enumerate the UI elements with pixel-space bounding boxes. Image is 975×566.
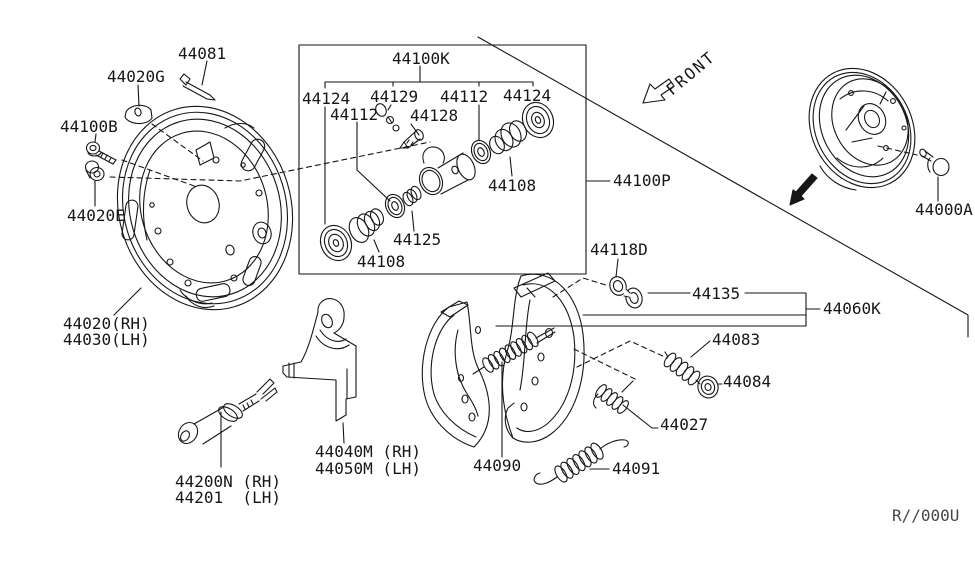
part-label-44128: 44128 xyxy=(410,106,458,125)
bleeder-screw-44128-drawing xyxy=(399,129,424,149)
part-label-44040M-rh: 44040M (RH) xyxy=(315,442,421,461)
part-label-44000A: 44000A xyxy=(915,200,973,219)
front-direction-label: FRONT xyxy=(662,47,719,99)
wheel-cylinder-kit-box xyxy=(298,44,587,275)
part-label-44135: 44135 xyxy=(692,284,740,303)
part-label-44020G: 44020G xyxy=(107,67,165,86)
part-label-44100K: 44100K xyxy=(392,49,450,68)
part-label-44112-top: 44112 xyxy=(440,87,488,106)
mounting-hardware-drawings xyxy=(84,73,216,182)
bolt-44081-drawing xyxy=(179,73,216,101)
bolt-44100B-drawing xyxy=(85,141,117,165)
drawing-code: R//000U xyxy=(892,506,959,525)
backing-plate-drawing xyxy=(116,105,294,311)
part-label-44200N-rh: 44200N (RH) xyxy=(175,472,281,491)
anti-rattle-spring-44083-drawing xyxy=(663,351,701,386)
part-label-44118D: 44118D xyxy=(590,240,648,259)
part-label-44125: 44125 xyxy=(393,230,441,249)
part-label-44100B: 44100B xyxy=(60,117,118,136)
assembled-brake-drawing xyxy=(789,67,950,206)
part-label-44108-bottom: 44108 xyxy=(357,252,405,271)
part-label-44083: 44083 xyxy=(712,330,760,349)
spring-44027-drawing xyxy=(593,380,634,414)
spring-seat-44084-drawing xyxy=(697,375,719,399)
part-label-44020E: 44020E xyxy=(67,206,125,225)
nut-44020E-drawing xyxy=(84,160,105,182)
wheel-cylinder-body-drawing xyxy=(418,146,476,196)
install-direction-arrow-icon xyxy=(789,173,818,206)
adjuster-spring-44090-drawing xyxy=(472,327,556,375)
bolt-44000A-drawing xyxy=(919,148,950,177)
part-label-44020-rh: 44020(RH) xyxy=(63,314,150,333)
part-label-44201-lh: 44201 (LH) xyxy=(175,488,281,507)
part-label-44027: 44027 xyxy=(660,415,708,434)
brake-shoe-front-drawing xyxy=(421,300,490,448)
part-label-44050M-lh: 44050M (LH) xyxy=(315,459,421,478)
part-label-44081: 44081 xyxy=(178,44,226,63)
brake-shoe-rear-drawing xyxy=(501,272,585,443)
front-arrow-icon xyxy=(642,78,675,104)
part-label-44112-mid: 44112 xyxy=(330,105,378,124)
part-label-44060K: 44060K xyxy=(823,299,881,318)
clip-44020G-drawing xyxy=(124,104,153,125)
part-label-44090: 44090 xyxy=(473,456,521,475)
handbrake-lever-drawing xyxy=(282,298,357,422)
part-label-44129: 44129 xyxy=(370,87,418,106)
part-label-44124-left: 44124 xyxy=(302,89,350,108)
front-direction-marker xyxy=(477,36,969,338)
part-labels: 44081 44020G 44100B 44020E 44100K 44124 … xyxy=(60,44,973,525)
leader-lines xyxy=(94,60,939,470)
return-spring-44091-drawing xyxy=(533,439,629,485)
washer-clip-44118D-drawing xyxy=(609,276,643,309)
part-label-44100P: 44100P xyxy=(613,171,671,190)
part-label-44124-right: 44124 xyxy=(503,86,551,105)
part-label-44091: 44091 xyxy=(612,459,660,478)
adjuster-assembly-drawing xyxy=(177,378,278,445)
part-label-44084: 44084 xyxy=(723,372,771,391)
part-label-44108-right: 44108 xyxy=(488,176,536,195)
alignment-dashed-lines xyxy=(109,123,668,381)
part-label-44030-lh: 44030(LH) xyxy=(63,330,150,349)
